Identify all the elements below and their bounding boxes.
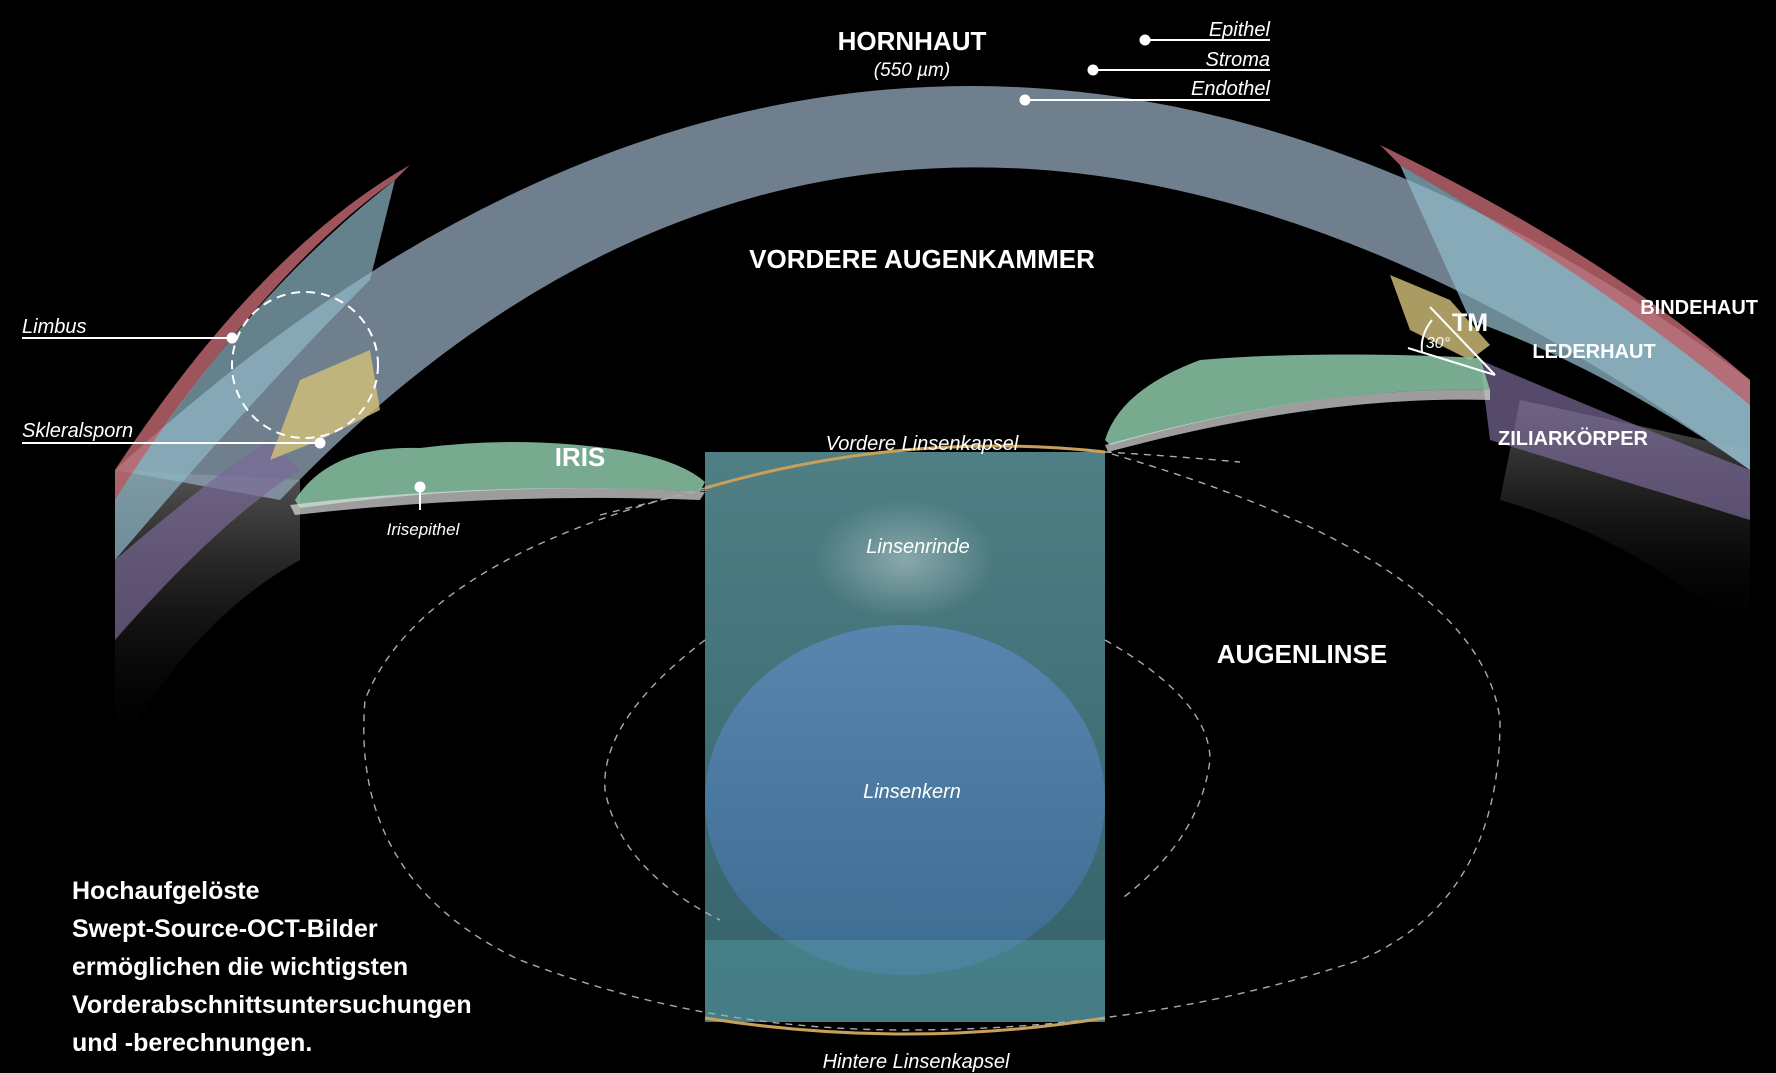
lens-outline-dashed <box>363 451 1501 1031</box>
tm-angle <box>1407 306 1496 376</box>
trabecular-left <box>270 350 380 460</box>
caption-block: Hochaufgelöste Swept-Source-OCT-Bilder e… <box>72 872 592 1062</box>
iris-epithel-label: Irisepithel <box>387 520 461 539</box>
scleral-spur-label: Skleralsporn <box>22 420 133 442</box>
ciliary-right <box>1480 360 1750 520</box>
lens-glow <box>815 500 995 620</box>
lens-nucleus <box>705 625 1105 975</box>
sclera-right <box>1400 165 1750 470</box>
caption-line: und -berechnungen. <box>72 1029 313 1057</box>
caption-line: Swept-Source-OCT-Bilder <box>72 915 378 943</box>
cornea-label: HORNHAUT <box>838 26 987 56</box>
anterior-capsule-label: Vordere Linsenkapsel <box>826 433 1019 455</box>
sclera-label: LEDERHAUT <box>1532 341 1655 363</box>
lens-bottom-band <box>705 940 1105 1022</box>
iris-dashed-right <box>1104 451 1241 463</box>
lens-cortex-label: Linsenrinde <box>866 536 969 558</box>
limbus-label: Limbus <box>22 316 86 338</box>
anterior-capsule-line <box>704 444 1106 490</box>
cornea-thickness-label: (550 µm) <box>874 60 950 81</box>
lens-nucleus-label: Linsenkern <box>863 781 961 803</box>
nucleus-outline-dashed <box>604 639 1211 921</box>
epithel-label: Epithel <box>1209 19 1271 41</box>
angle-label: 30° <box>1426 335 1451 352</box>
posterior-capsule-line <box>704 1016 1106 1036</box>
posterior-capsule-label: Hintere Linsenkapsel <box>823 1051 1010 1073</box>
iris-left <box>295 441 705 508</box>
iris-left-base <box>290 488 705 515</box>
leader-lines <box>22 34 1270 510</box>
tm-label: TM <box>1452 309 1488 337</box>
caption-line: ermöglichen die wichtigsten <box>72 953 409 981</box>
sclera-left <box>115 180 395 560</box>
conjunctiva-right <box>1380 145 1750 405</box>
caption-line: Hochaufgelöste <box>72 877 260 905</box>
iris-label: IRIS <box>555 442 606 472</box>
cornea-band <box>115 86 1750 500</box>
anterior-chamber-label: VORDERE AUGENKAMMER <box>749 244 1095 274</box>
iris-right <box>1105 354 1490 445</box>
ciliary-body-label: ZILIARKÖRPER <box>1498 427 1649 450</box>
stroma-label: Stroma <box>1206 49 1270 71</box>
iris-dashed-left <box>599 489 706 516</box>
lens-label: AUGENLINSE <box>1217 639 1387 669</box>
conjunctiva-label: BINDEHAUT <box>1640 297 1758 319</box>
endothel-label: Endothel <box>1191 78 1271 100</box>
caption-line: Vorderabschnittsuntersuchungen <box>72 991 472 1019</box>
ciliary-left <box>115 440 300 640</box>
iris-right-base <box>1105 389 1490 452</box>
limbus-circle <box>231 291 379 439</box>
